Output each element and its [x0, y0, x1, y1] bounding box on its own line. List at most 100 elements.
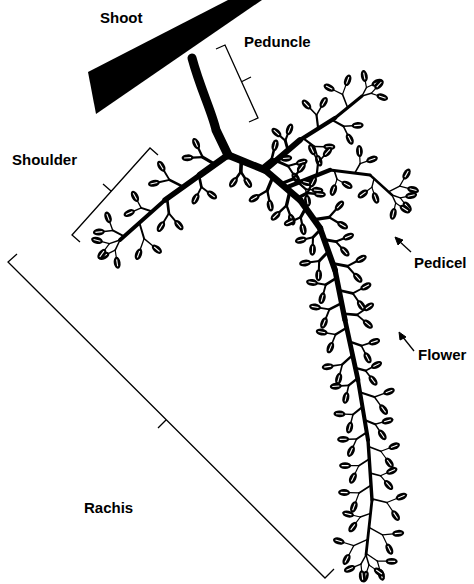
pedicel	[357, 315, 364, 321]
shoulder-bracket	[72, 148, 158, 242]
flower-mark	[364, 73, 365, 80]
pedicel	[110, 222, 113, 230]
flower	[341, 553, 353, 567]
flower-mark	[358, 257, 364, 260]
flower-mark	[343, 249, 348, 254]
flower-mark	[309, 282, 316, 283]
flower-mark	[388, 561, 395, 562]
flower	[389, 207, 398, 220]
pedicel	[108, 250, 115, 254]
pedicel	[336, 238, 344, 241]
pedicel	[326, 309, 330, 318]
flower-mark	[326, 86, 332, 89]
pedicel	[317, 107, 322, 115]
flower	[307, 175, 318, 189]
cluster	[90, 58, 419, 583]
pedicel	[276, 161, 288, 166]
flower	[314, 190, 327, 198]
flower	[336, 219, 350, 231]
pedicel	[329, 217, 338, 222]
flower-mark	[380, 432, 384, 438]
flower-mark	[387, 460, 391, 466]
flower-mark	[332, 385, 339, 387]
flower	[341, 391, 350, 404]
pedicel	[361, 555, 366, 564]
pedicel	[372, 179, 374, 188]
pedicel	[310, 108, 317, 115]
flower	[333, 410, 345, 417]
pedicel	[318, 261, 320, 270]
pedicel	[348, 438, 356, 440]
pedicel	[344, 413, 353, 415]
pedicel	[164, 171, 170, 180]
pedicel	[287, 191, 290, 205]
pedicel	[109, 240, 120, 244]
flower	[367, 374, 380, 388]
flower-mark	[369, 158, 376, 160]
flower	[129, 189, 141, 203]
flower	[354, 253, 368, 265]
flower	[247, 192, 261, 204]
pedicel	[374, 393, 384, 397]
pedicel	[353, 515, 360, 517]
pedicel	[258, 190, 267, 195]
flower	[266, 199, 275, 212]
pedicel	[329, 303, 341, 309]
flower	[387, 441, 401, 452]
flower-mark	[349, 424, 351, 431]
pedicel	[317, 162, 318, 175]
flower-mark	[159, 224, 163, 230]
pedicel	[169, 180, 183, 187]
pedicel	[381, 451, 386, 458]
flower	[351, 122, 363, 130]
flower-mark	[382, 407, 386, 413]
flower	[347, 471, 358, 485]
flower-mark	[299, 165, 303, 171]
pedicel	[267, 190, 269, 200]
pedicel	[355, 164, 360, 173]
pedicel	[144, 239, 153, 246]
flower-mark	[389, 469, 395, 472]
flower-mark	[311, 146, 314, 152]
flower-mark	[361, 573, 363, 580]
rachis-bracket	[8, 254, 334, 578]
pedicel	[339, 290, 353, 293]
flower	[284, 123, 295, 137]
flower-mark	[359, 303, 363, 309]
flower	[382, 478, 395, 492]
pedicel	[203, 157, 215, 164]
flower	[341, 231, 355, 242]
flower-mark	[377, 82, 382, 87]
flower	[227, 175, 239, 189]
flower	[315, 269, 322, 281]
flower-mark	[307, 197, 308, 204]
flower-mark	[346, 568, 352, 571]
flower-mark	[154, 247, 159, 251]
flower	[386, 558, 398, 565]
flower	[372, 566, 386, 578]
pedicel	[327, 333, 336, 335]
pedicel	[351, 415, 353, 423]
rachis-branch	[200, 155, 228, 175]
pedicel	[333, 364, 343, 365]
flower-mark	[325, 149, 330, 154]
flower-mark	[297, 239, 304, 241]
pedicel	[159, 180, 170, 182]
flower	[389, 509, 401, 523]
flower	[330, 382, 342, 390]
flower	[373, 78, 386, 91]
flower	[294, 235, 307, 244]
flower	[283, 217, 297, 228]
leader-arrows	[395, 237, 414, 351]
flower	[321, 362, 334, 370]
pedicel	[392, 195, 396, 203]
pedicel	[366, 555, 369, 565]
rachis-branch	[335, 96, 362, 118]
flower-mark	[336, 413, 343, 414]
flower-mark	[231, 179, 235, 185]
pedicel	[366, 85, 372, 88]
pedicel	[383, 534, 394, 535]
pedicel	[357, 432, 367, 439]
pedicel	[356, 493, 359, 502]
pedicel	[140, 239, 144, 250]
